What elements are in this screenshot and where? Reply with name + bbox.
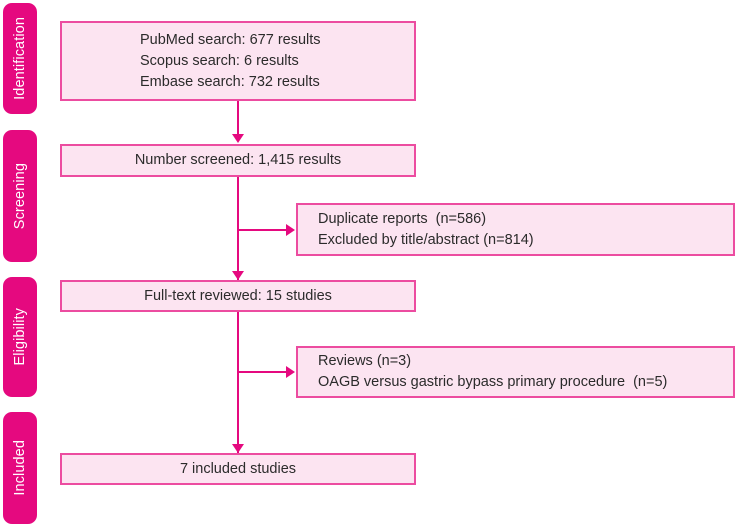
stage-tab-included-label: Included bbox=[11, 440, 28, 496]
stage-tab-eligibility: Eligibility bbox=[3, 277, 37, 397]
identification-line-scopus: Scopus search: 6 results bbox=[140, 52, 299, 69]
box-full-text-reviewed: Full-text reviewed: 15 studies bbox=[60, 280, 416, 312]
connector-screened-to-excluded bbox=[237, 229, 287, 231]
full-text-reviewed-text: Full-text reviewed: 15 studies bbox=[144, 287, 332, 304]
arrowhead-down-to-included bbox=[232, 444, 244, 453]
number-screened-text: Number screened: 1,415 results bbox=[134, 152, 342, 168]
eligibility-exclusion-reviews: Reviews (n=3) bbox=[318, 353, 412, 369]
box-identification-sources: PubMed search: 677 results Scopus search… bbox=[60, 21, 416, 101]
screening-exclusion-duplicates: Duplicate reports (n=586) bbox=[318, 210, 487, 227]
connector-fulltext-to-excluded bbox=[237, 371, 287, 373]
stage-tab-screening-label: Screening bbox=[11, 162, 28, 230]
arrowhead-right-to-eligibility-excluded bbox=[286, 366, 295, 378]
stage-tab-eligibility-label: Eligibility bbox=[11, 308, 28, 366]
connector-identification-to-screened bbox=[237, 101, 239, 135]
stage-tab-identification: Identification bbox=[3, 3, 37, 114]
connector-screened-to-fulltext bbox=[237, 177, 239, 280]
box-number-screened: Number screened: 1,415 results bbox=[60, 144, 416, 177]
screening-exclusion-title-abstract: Excluded by title/abstract (n=814) bbox=[318, 231, 534, 248]
identification-line-pubmed: PubMed search: 677 results bbox=[140, 31, 321, 48]
box-included-studies: 7 included studies bbox=[60, 453, 416, 485]
identification-line-embase: Embase search: 732 results bbox=[140, 73, 320, 90]
eligibility-exclusion-oagb: OAGB versus gastric bypass primary proce… bbox=[318, 374, 668, 390]
connector-fulltext-to-included bbox=[237, 312, 239, 453]
stage-tab-included: Included bbox=[3, 412, 37, 524]
stage-tab-identification-label: Identification bbox=[11, 17, 28, 100]
stage-tab-screening: Screening bbox=[3, 130, 37, 262]
arrowhead-right-to-screening-excluded bbox=[286, 224, 295, 236]
box-eligibility-exclusions: Reviews (n=3) OAGB versus gastric bypass… bbox=[296, 346, 735, 398]
arrowhead-down-to-screened bbox=[232, 134, 244, 143]
box-screening-exclusions: Duplicate reports (n=586) Excluded by ti… bbox=[296, 203, 735, 256]
included-studies-text: 7 included studies bbox=[179, 460, 297, 477]
arrowhead-down-to-fulltext bbox=[232, 271, 244, 280]
